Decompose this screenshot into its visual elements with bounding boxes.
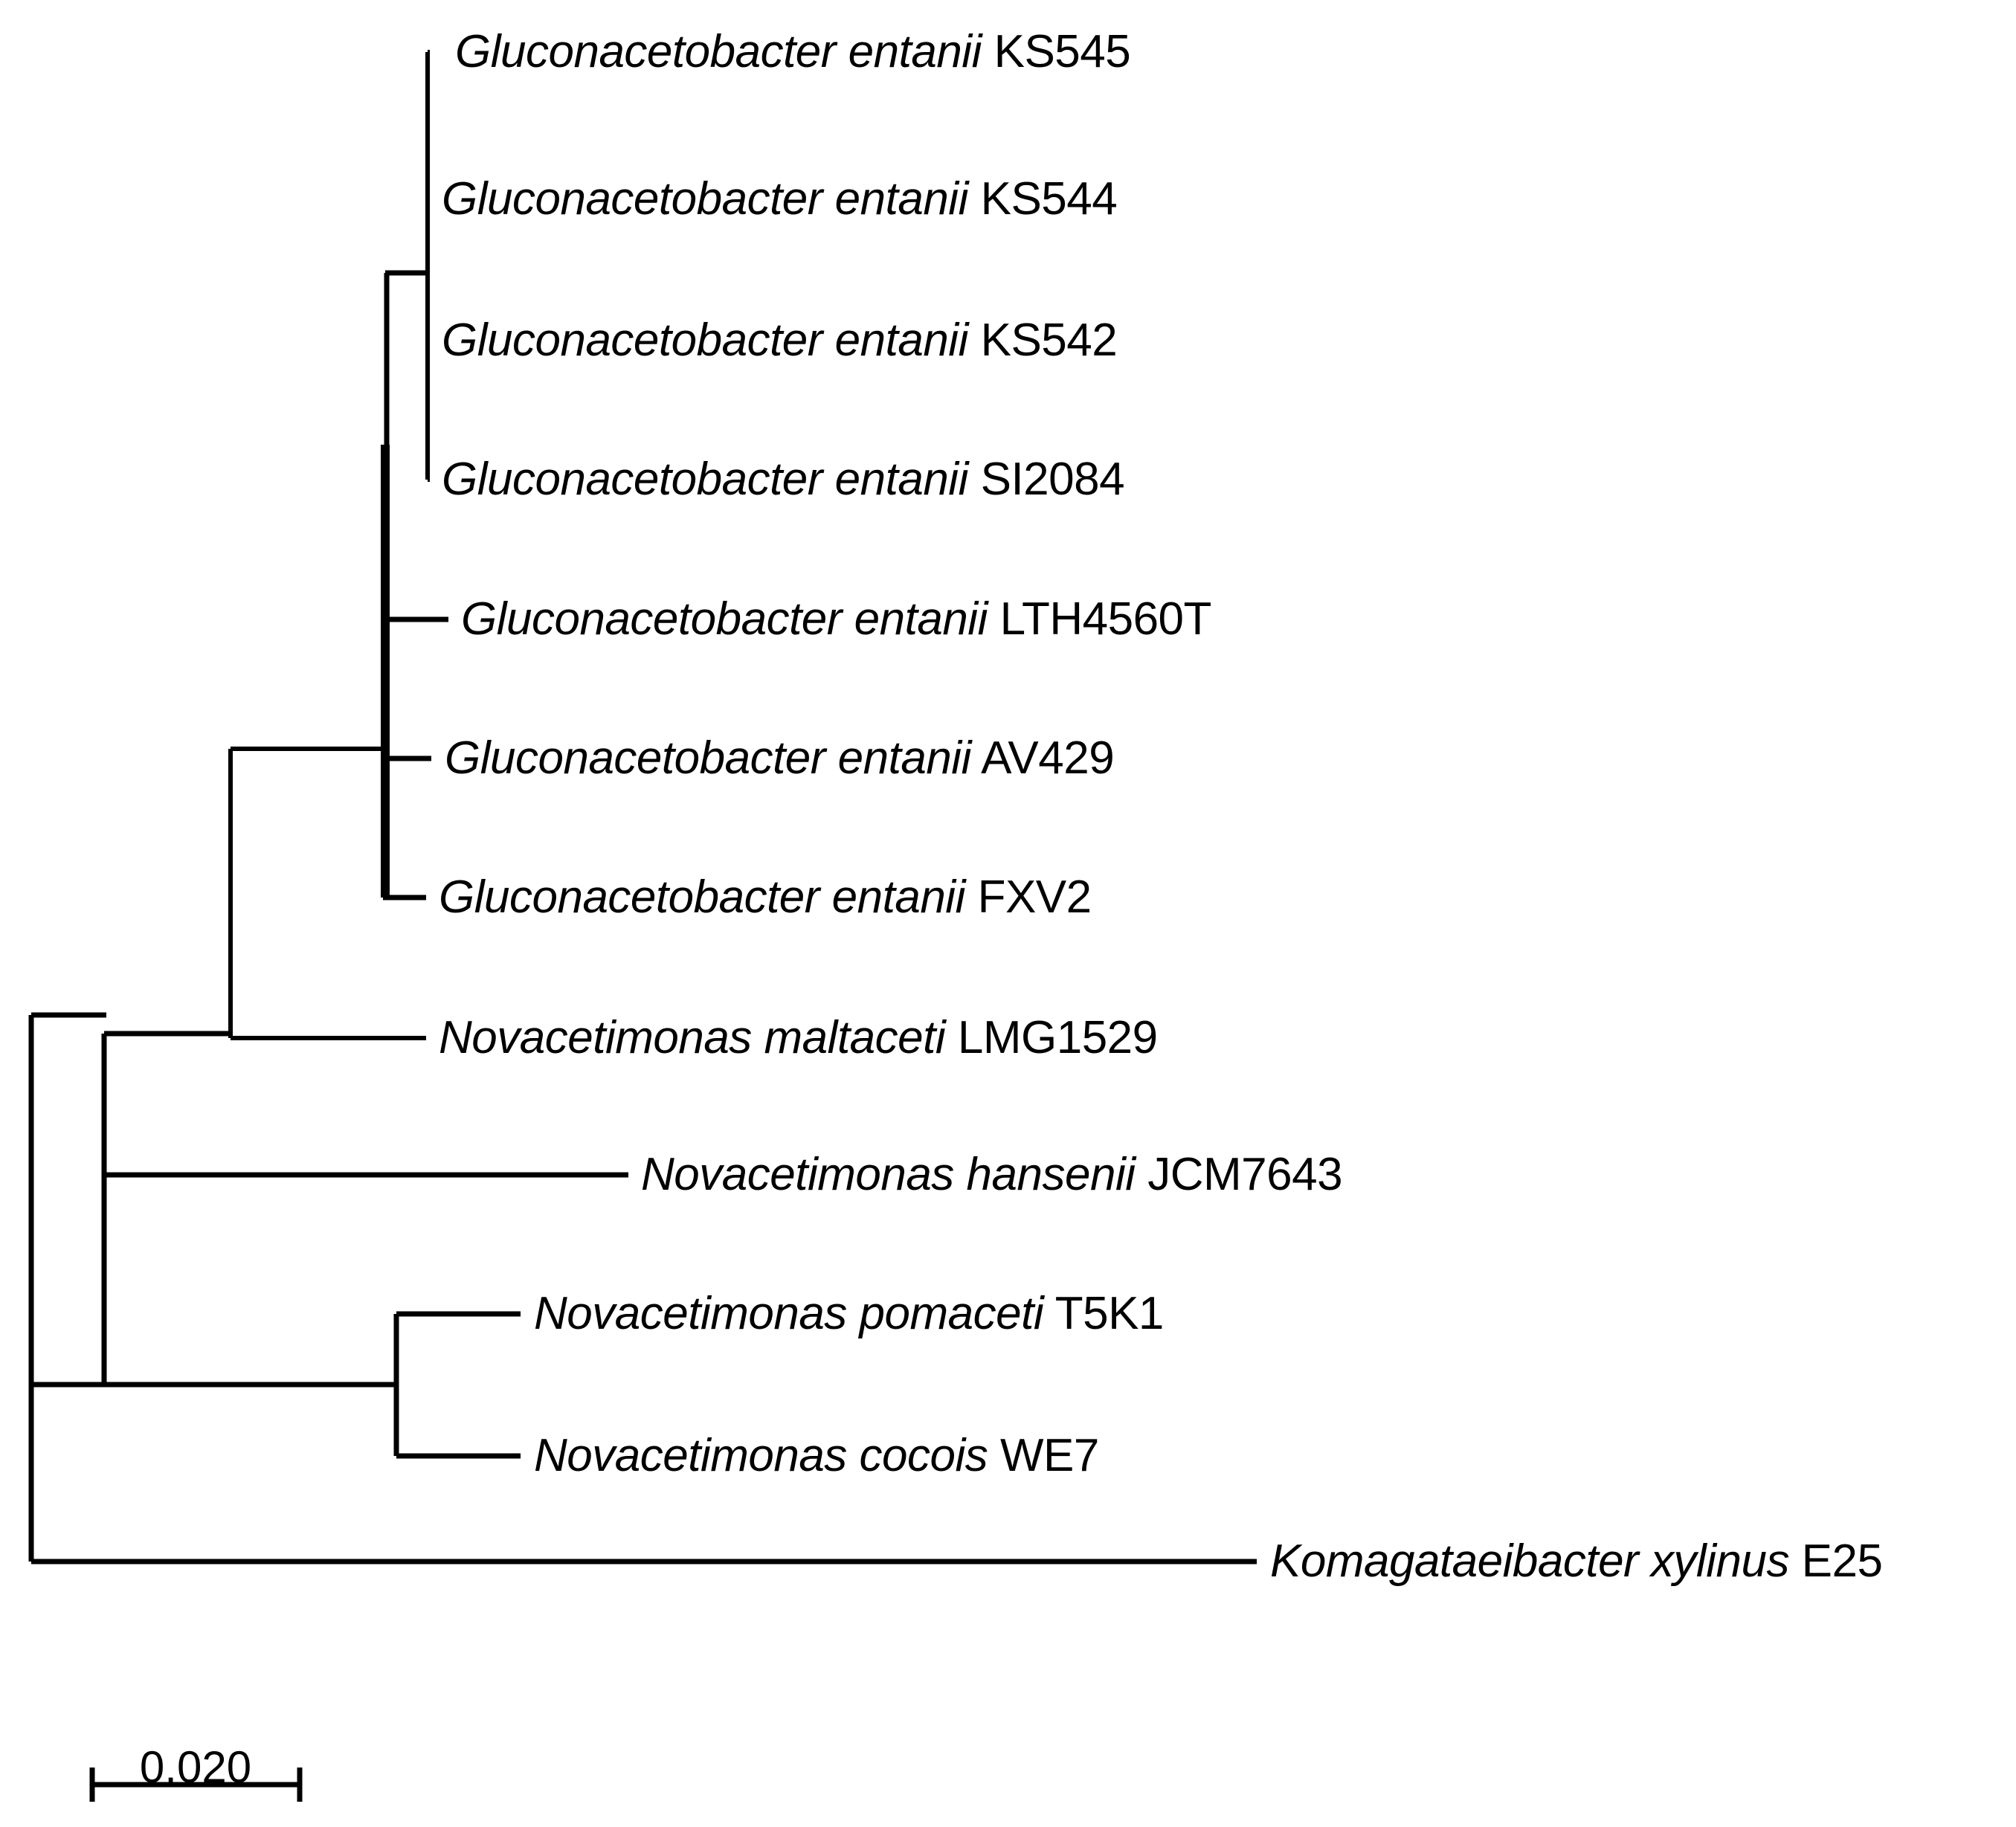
taxon-label-lmg1529: Novacetimonas maltaceti LMG1529 bbox=[439, 1015, 1158, 1061]
taxon-strain-lmg1529: LMG1529 bbox=[945, 1012, 1158, 1063]
taxon-name-e25: Komagataeibacter xylinus bbox=[1270, 1536, 1789, 1587]
scale-bar-label: 0.020 bbox=[139, 1742, 252, 1792]
taxon-name-si2084: Gluconacetobacter entanii bbox=[442, 454, 968, 505]
taxon-label-we7: Novacetimonas cocois WE7 bbox=[534, 1433, 1099, 1479]
taxon-strain-si2084: SI2084 bbox=[967, 454, 1125, 505]
taxon-name-lmg1529: Novacetimonas maltaceti bbox=[439, 1012, 946, 1063]
taxon-label-ks542: Gluconacetobacter entanii KS542 bbox=[442, 315, 1118, 366]
taxon-strain-ks545: KS545 bbox=[981, 26, 1131, 77]
taxon-strain-e25: E25 bbox=[1788, 1536, 1883, 1587]
taxon-strain-ks542: KS542 bbox=[967, 315, 1118, 366]
taxon-name-t5k1: Novacetimonas pomaceti bbox=[534, 1288, 1044, 1339]
taxon-label-t5k1: Novacetimonas pomaceti T5K1 bbox=[534, 1291, 1164, 1337]
taxon-label-si2084: Gluconacetobacter entanii SI2084 bbox=[442, 454, 1125, 505]
taxon-strain-ks544: KS544 bbox=[967, 173, 1118, 225]
taxon-strain-fxv2: FXV2 bbox=[964, 871, 1092, 923]
taxon-name-we7: Novacetimonas cocois bbox=[534, 1430, 988, 1481]
taxon-strain-we7: WE7 bbox=[988, 1430, 1099, 1481]
taxon-label-av429: Gluconacetobacter entanii AV429 bbox=[445, 732, 1115, 784]
taxon-strain-t5k1: T5K1 bbox=[1043, 1288, 1165, 1339]
taxon-label-lth4560t: Gluconacetobacter entanii LTH4560T bbox=[461, 596, 1211, 642]
taxon-name-jcm7643: Novacetimonas hansenii bbox=[641, 1149, 1136, 1200]
taxon-name-lth4560t: Gluconacetobacter entanii bbox=[461, 593, 988, 645]
taxon-label-jcm7643: Novacetimonas hansenii JCM7643 bbox=[641, 1149, 1343, 1200]
taxon-name-ks544: Gluconacetobacter entanii bbox=[442, 173, 968, 225]
taxon-strain-lth4560t: LTH4560T bbox=[987, 593, 1212, 645]
taxon-name-fxv2: Gluconacetobacter entanii bbox=[439, 871, 965, 923]
taxon-label-ks545: Gluconacetobacter entanii KS545 bbox=[455, 26, 1131, 77]
taxon-strain-av429: AV429 bbox=[970, 732, 1115, 784]
taxon-label-e25: Komagataeibacter xylinus E25 bbox=[1270, 1538, 1883, 1585]
taxon-name-ks545: Gluconacetobacter entanii bbox=[455, 26, 982, 77]
taxon-strain-jcm7643: JCM7643 bbox=[1135, 1149, 1343, 1200]
taxon-name-av429: Gluconacetobacter entanii bbox=[445, 732, 971, 784]
taxon-label-fxv2: Gluconacetobacter entanii FXV2 bbox=[439, 874, 1092, 921]
taxon-name-ks542: Gluconacetobacter entanii bbox=[442, 315, 968, 366]
taxon-label-ks544: Gluconacetobacter entanii KS544 bbox=[442, 173, 1118, 225]
